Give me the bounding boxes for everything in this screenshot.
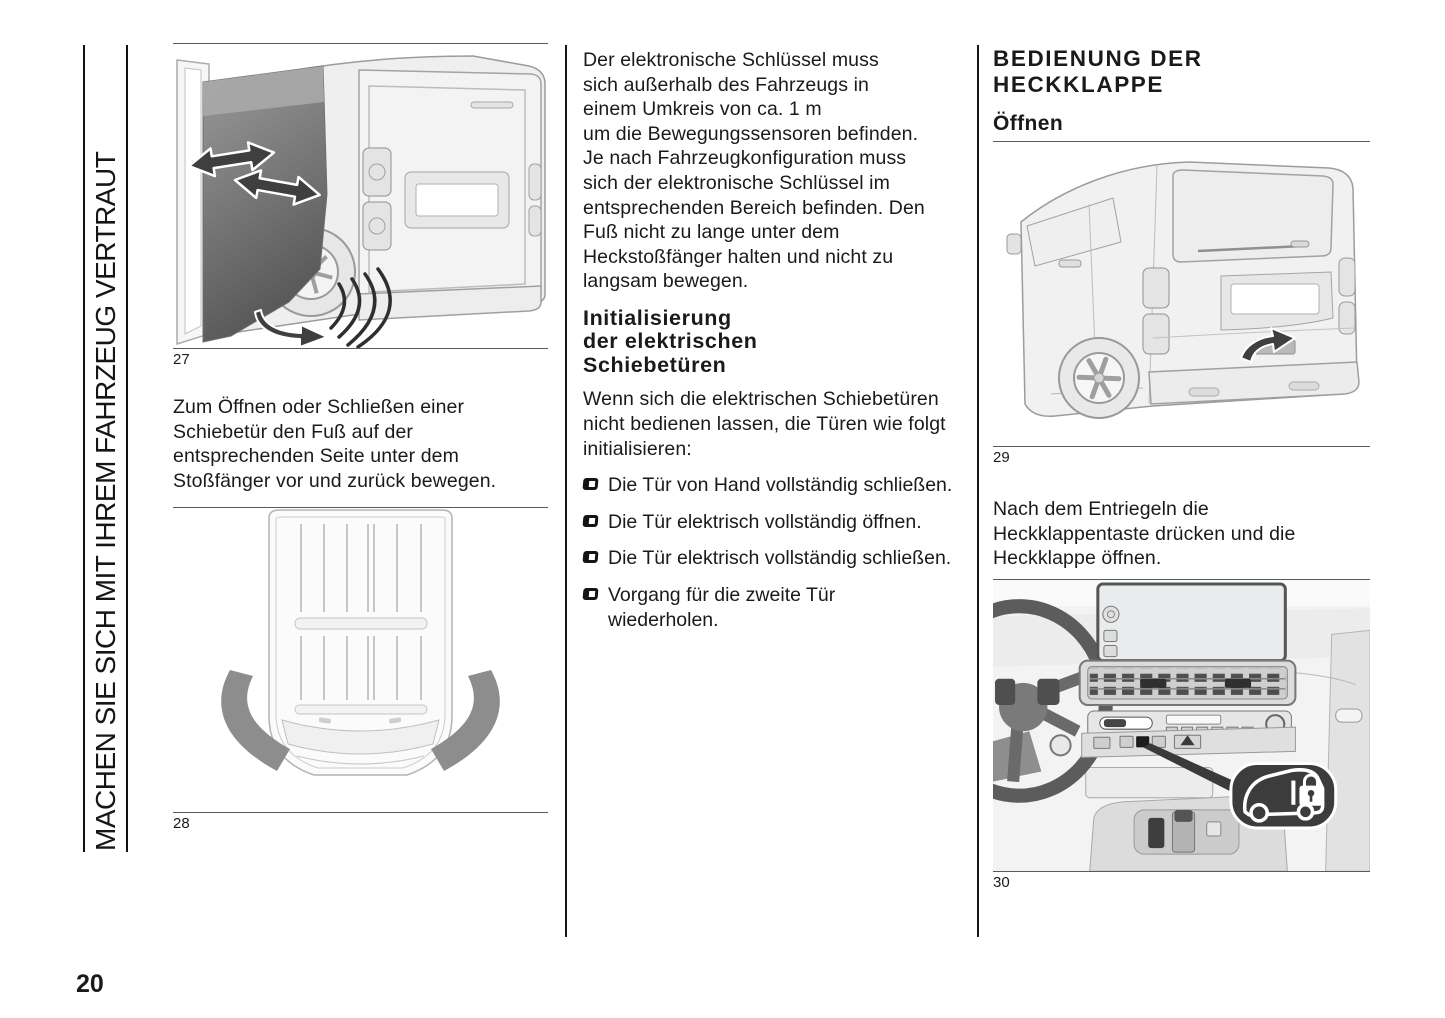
hazard-triangle-icon [1180,735,1195,746]
list-item: Vorgang für die zweite Tür wiederholen. [582,583,960,632]
checkbox-bullet-icon [582,551,599,564]
figure-caption: 29 [993,449,1010,466]
figure-rule [173,812,548,814]
figure-30-dashboard-tailgate-button-illustration [993,579,1370,872]
sidebar-rule-left [83,45,85,852]
column-1: 27 Zum Öffnen oder Schließen einer Schie… [173,40,548,833]
figure-30: 30 [993,578,1370,892]
van-lock-callout-icon [1229,761,1338,830]
section-heading: Initialisierung der elektrischen Schiebe… [583,305,758,377]
step-list: Die Tür von Hand vollständig schließen. … [582,473,960,632]
center-console [1133,809,1240,855]
callout-pointer [1143,743,1254,800]
list-item-text: Die Tür elektrisch vollständig öffnen. [608,510,922,533]
list-item-text: Die Tür von Hand vollständig schließen. [608,474,953,497]
figure-caption: 30 [993,874,1010,892]
paragraph: Wenn sich die elektrischen Schiebetüren … [583,388,946,460]
list-item-text: Die Tür elektrisch vollständig schließen… [608,547,952,570]
sensor-waves-icon [329,267,392,348]
air-vents [1078,659,1297,706]
tailgate-unlock-button [1136,736,1150,748]
list-item: Die Tür elektrisch vollständig öffnen. [582,510,960,535]
chapter-section-heading: BEDIENUNG DER HECKKLAPPE [993,46,1203,97]
figure-rule [993,141,1370,142]
figure-28-top-view-detection-zones-illustration [221,509,500,777]
sliding-door-direction-arrows-icon [187,141,321,206]
foot-sensor-zones [221,670,500,772]
figure-27-sliding-door-illustration [176,55,546,348]
touchscreen [1096,582,1287,662]
chapter-title-vertical: MACHEN SIE SICH MIT IHREM FAHRZEUG VERTR… [90,151,121,851]
figure-rule [993,578,1370,580]
column-divider [565,45,567,937]
figure-caption: 27 [173,351,190,368]
figure-rule [993,446,1370,447]
figure-rule [173,43,548,44]
list-item: Die Tür elektrisch vollständig schließen… [582,546,960,571]
checkbox-bullet-icon [582,588,599,600]
page-number: 20 [76,970,104,998]
paragraph: Nach dem Entriegeln die Heckklappentaste… [993,498,1296,570]
paragraph: Zum Öffnen oder Schließen einer Schiebet… [173,396,497,492]
subsection-heading: Öffnen [993,112,1064,135]
figure-caption: 28 [173,815,190,833]
figure-rule [173,507,548,509]
figure-28: 28 [173,507,548,833]
checkbox-bullet-icon [582,478,599,491]
sidebar-rule-right [126,45,128,852]
list-item-text: Vorgang für die zweite Tür wiederholen. [608,584,836,631]
figure-29-tailgate-illustration [1006,161,1360,419]
column-2: Der elektronische Schlüssel muss sich au… [582,40,960,644]
foot-swipe-arrow-icon [254,309,328,348]
figure-27: 27 [173,43,548,369]
figure-rule [173,348,548,349]
checkbox-bullet-icon [582,514,599,527]
tailgate-open-arrow-icon [1240,327,1296,363]
start-button [1049,734,1072,757]
figure-29: 29 [993,141,1370,467]
figure-rule [993,871,1370,873]
dashboard-button-row [1081,726,1296,758]
list-item: Die Tür von Hand vollständig schließen. [582,473,960,498]
paragraph: Der elektronische Schlüssel muss sich au… [583,49,925,293]
column-divider [977,45,979,937]
column-3: BEDIENUNG DER HECKKLAPPE Öffnen [993,40,1370,892]
